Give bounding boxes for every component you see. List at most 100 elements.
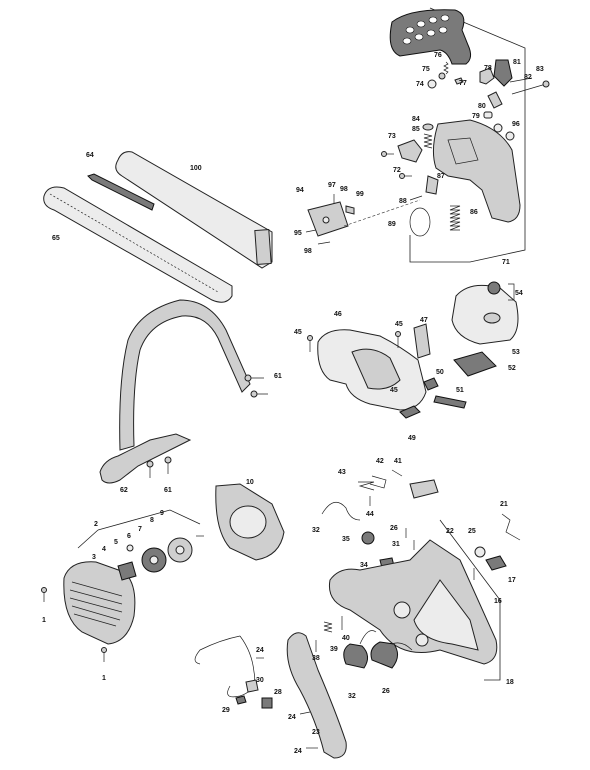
screw-head-73 [381,151,387,157]
washer-5 [126,544,134,552]
cap-84 [422,123,434,131]
spring-43 [358,481,375,491]
label-78: 78 [484,65,492,72]
label-46: 46 [334,311,342,318]
spring-39 [323,621,333,633]
label-96: 96 [512,121,520,128]
front-handle-bolt-head-b [250,390,258,398]
label-76: 76 [434,52,442,59]
label-81: 81 [513,59,521,66]
clip-99 [345,205,355,215]
label-9: 9 [160,510,164,517]
screw-88 [409,195,423,201]
label-84: 84 [412,116,420,123]
label-25: 25 [468,528,476,535]
side-handle-group [286,632,347,759]
label-21: 21 [500,501,508,508]
front-handle-62 [99,299,251,484]
label-87: 87 [437,173,445,180]
housing-detail [447,137,479,165]
side-handle-23 [286,632,347,759]
label-51: 51 [456,387,464,394]
label-40: 40 [342,635,350,642]
label-77: 77 [459,80,467,87]
crankcase-port-b [415,633,429,647]
starter-group [41,509,204,662]
label-47: 47 [420,317,428,324]
label-16: 16 [494,598,502,605]
filter-52 [453,351,497,377]
spring-76 [443,61,449,75]
bushing-79 [483,111,493,119]
lever-17 [485,555,507,571]
label-24c: 24 [294,748,302,755]
handle-cover-holes [402,14,450,45]
label-97: 97 [328,182,336,189]
bracket-54 [508,283,515,301]
spring-85 [423,133,433,149]
label-54: 54 [515,290,523,297]
label-28: 28 [274,689,282,696]
label-17: 17 [508,577,516,584]
chain-64 [87,173,155,211]
starter-housing [63,561,136,645]
label-29: 29 [222,707,230,714]
strap-32 [359,630,377,645]
washer-96a [493,123,503,133]
rod-21 [501,513,521,541]
fan-housing-group [215,483,285,561]
label-98a: 98 [340,186,348,193]
label-62: 62 [120,487,128,494]
bracket-73 [397,139,423,163]
label-80: 80 [478,103,486,110]
assembly-frame-71 [409,7,526,263]
front-handle-group [99,299,268,484]
clip-28 [261,697,273,709]
filter-cover-53 [451,284,519,345]
label-2: 2 [94,521,98,528]
spring-86 [449,205,461,231]
label-22: 22 [446,528,454,535]
clip-42 [369,475,387,489]
screw-head-1b [101,647,107,653]
pulley-3 [117,561,137,581]
label-30: 30 [256,677,264,684]
label-88: 88 [399,198,407,205]
front-handle-bolt-head-a [244,374,252,382]
label-31: 31 [392,541,400,548]
strap-89 [409,207,431,237]
crankcase-frame-18 [439,519,501,681]
hood-46-inner [351,348,401,390]
label-100: 100 [190,165,202,172]
label-75: 75 [422,66,430,73]
label-5: 5 [114,539,118,546]
label-23: 23 [312,729,320,736]
fan-housing-opening [229,505,267,539]
label-73: 73 [388,133,396,140]
part-22 [409,479,439,499]
starter-frame-2 [77,509,201,549]
label-24b: 24 [288,714,296,721]
hose-32 [321,501,361,521]
label-26a: 26 [390,525,398,532]
knob-54 [487,281,501,295]
top-right-assembly [305,7,550,263]
part-labels: 100 64 65 62 61 61 74 75 76 77 78 81 83 … [42,52,544,755]
pin-82 [509,77,533,83]
label-6: 6 [127,533,131,540]
guide-bar-100 [115,151,273,269]
label-89: 89 [388,221,396,228]
wire-loop [194,635,256,698]
label-71: 71 [502,259,510,266]
crankcase-group [315,513,521,681]
label-35: 35 [342,536,350,543]
plate-94-hole [322,216,330,224]
trigger-81 [493,59,513,87]
crankcase-port-a [393,601,411,619]
handle-cover-top [389,9,472,65]
label-10: 10 [246,479,254,486]
label-32a: 32 [312,527,320,534]
label-45c: 45 [390,387,398,394]
strap-26 [391,642,413,651]
